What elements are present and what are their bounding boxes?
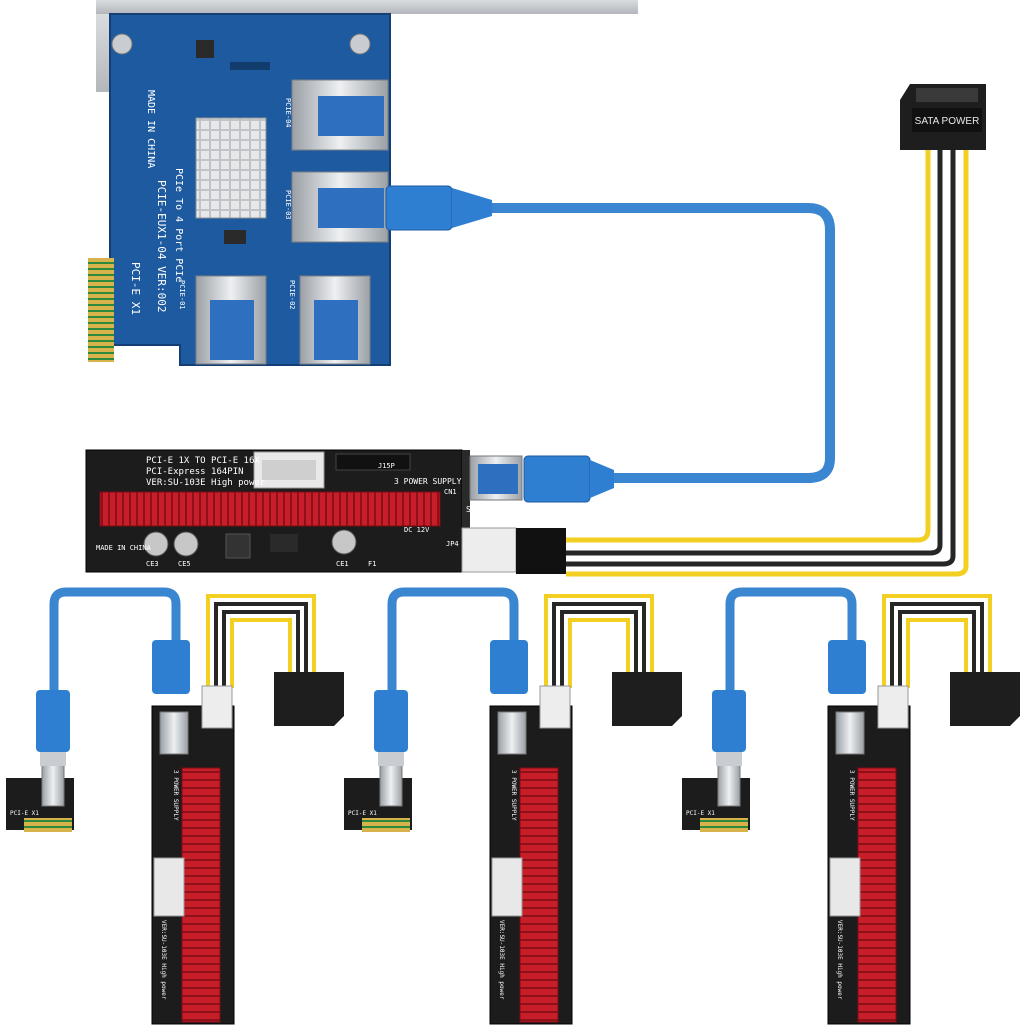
riser-main-line2: PCI-Express 164PIN — [146, 467, 244, 477]
card-slot-label: PCI-E X1 — [129, 262, 142, 315]
card-description-label: PCIe To 4 Port PCIe — [173, 168, 184, 282]
svg-text:PCIE-03: PCIE-03 — [284, 190, 292, 220]
svg-text:PCI-E X1: PCI-E X1 — [10, 810, 39, 817]
svg-text:J15P: J15P — [378, 462, 395, 470]
svg-text:VER:SU-103E High power: VER:SU-103E High power — [836, 920, 843, 1000]
svg-text:PCIE-04: PCIE-04 — [284, 98, 292, 128]
usb-plug-riser-main — [523, 455, 614, 503]
usb-port-3[interactable]: PCIE-01 — [178, 275, 267, 365]
riser-board-main: PCI-E 1X TO PCI-E 16X PCI-Express 164PIN… — [85, 449, 566, 574]
usb-cable-short — [387, 587, 519, 690]
svg-text:VER:SU-103E High power: VER:SU-103E High power — [160, 920, 167, 1000]
pcie-x16-slot-vertical[interactable] — [857, 767, 897, 1023]
mounting-bracket — [96, 0, 638, 14]
riser-main-line3: VER:SU-103E High power — [146, 478, 266, 488]
svg-text:PCIE-01: PCIE-01 — [178, 280, 186, 310]
usb-cable-long — [485, 203, 835, 483]
svg-text:VER:SU-103E High power: VER:SU-103E High power — [498, 920, 505, 1000]
svg-text:CE1: CE1 — [336, 560, 349, 568]
svg-text:CE3: CE3 — [146, 560, 159, 568]
usb-cable-short — [725, 587, 857, 690]
svg-text:3 POWER SUPPLY: 3 POWER SUPPLY — [172, 770, 179, 821]
card-model-label: PCIE-EUX1-04 VER:002 — [155, 180, 168, 312]
heatsink — [195, 117, 267, 219]
usb-port-4[interactable]: PCIE-02 — [288, 275, 371, 365]
pcie-x1-edge-connector — [88, 258, 114, 362]
sata-connector-small — [612, 672, 682, 726]
usb-port-2[interactable]: PCIE-03 — [284, 171, 389, 243]
svg-text:CE5: CE5 — [178, 560, 191, 568]
usb-port-1[interactable]: PCIE-04 — [284, 79, 389, 151]
svg-text:PCI-E X1: PCI-E X1 — [348, 810, 377, 817]
riser-main-serial: SU06262020 — [466, 505, 514, 514]
riser-set-1: PCI-E X1 3 POWER SUPPLY VER:SU-103E High… — [6, 587, 344, 1025]
svg-text:PCIE-02: PCIE-02 — [288, 280, 296, 310]
usb-plug-card — [385, 185, 492, 231]
svg-text:3 POWER SUPPLY: 3 POWER SUPPLY — [848, 770, 855, 821]
sata-power-label: SATA POWER — [915, 116, 980, 127]
svg-text:JP4: JP4 — [446, 540, 459, 548]
pcie-x16-slot-vertical[interactable] — [181, 767, 221, 1023]
riser-main-made-in: MADE IN CHINA — [96, 544, 152, 552]
riser-set-3: PCI-E X1 3 POWER SUPPLY VER:SU-103E High… — [682, 587, 1020, 1025]
usb-cable-short — [49, 587, 181, 690]
svg-text:PCI-E X1: PCI-E X1 — [686, 810, 715, 817]
sata-power-connector: SATA POWER — [900, 84, 986, 150]
svg-text:F1: F1 — [368, 560, 376, 568]
pcie-x16-slot[interactable] — [99, 491, 441, 527]
riser-set-2: PCI-E X1 3 POWER SUPPLY VER:SU-103E High… — [344, 587, 682, 1025]
screw-icon — [111, 33, 133, 55]
sata-connector-small — [950, 672, 1020, 726]
riser-main-power-supply: 3 POWER SUPPLY — [394, 477, 462, 486]
pcie-x16-slot-vertical[interactable] — [519, 767, 559, 1023]
card-made-in-label: MADE IN CHINA — [145, 90, 156, 168]
riser-main-voltage: DC 12V — [404, 526, 430, 534]
svg-text:3 POWER SUPPLY: 3 POWER SUPPLY — [510, 770, 517, 821]
riser-main-line1: PCI-E 1X TO PCI-E 16X — [146, 456, 260, 466]
svg-text:CN1: CN1 — [444, 488, 457, 496]
screw-icon — [349, 33, 371, 55]
pcie-expansion-card: MADE IN CHINA PCIE-EUX1-04 VER:002 PCIe … — [88, 0, 638, 366]
sata-power-cable — [566, 150, 969, 577]
sata-connector-small — [274, 672, 344, 726]
